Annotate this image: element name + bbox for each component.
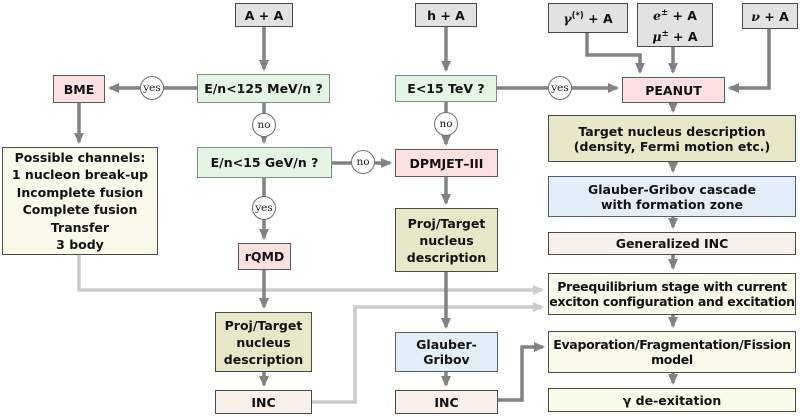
box-inc-right: INC <box>395 390 498 414</box>
box-glauber-gribov-cascade: Glauber-Gribov cascade with formation zo… <box>548 176 796 217</box>
arrow-inc-right-to-evaporation <box>498 342 545 402</box>
box-peanut: PEANUT <box>622 77 725 103</box>
box-rqmd: rQMD <box>238 243 291 270</box>
box-generalized-inc: Generalized INC <box>548 232 796 255</box>
box-evaporation: Evaporation/Fragmentation/Fission model <box>548 331 796 373</box>
box-bme: BME <box>53 75 105 103</box>
box-a-plus-a: A + A <box>235 3 293 27</box>
box-target-nucleus-description-label: Target nucleus description (density, Fer… <box>573 123 771 154</box>
box-possible-channels: Possible channels: 1 nucleon break-up In… <box>2 147 158 255</box>
decision-e15gev-label: E/n<15 GeV/n ? <box>210 155 319 170</box>
decision-e15tev-label: E<15 TeV ? <box>407 81 485 96</box>
box-h-plus-a: h + A <box>415 3 477 27</box>
box-target-nucleus-description: Target nucleus description (density, Fer… <box>548 115 796 162</box>
box-gamma-plus-a-label: γ(*) + A <box>563 11 613 27</box>
connector-yes-e15tev-label: yes <box>551 82 569 94</box>
box-gamma-plus-a: γ(*) + A <box>548 3 628 33</box>
connector-no-e125: no <box>252 113 276 137</box>
box-dpmjet-label: DPMJET–III <box>409 155 484 171</box>
connector-yes-e15tev: yes <box>548 76 572 100</box>
box-proj-target-left: Proj/Target nucleus description <box>215 312 312 372</box>
box-lepton-line-e: e± + A <box>653 7 697 23</box>
box-lepton-line-mu: μ± + A <box>652 29 698 45</box>
box-possible-channels-label: Possible channels: 1 nucleon break-up In… <box>11 149 149 253</box>
connector-no-e15gev: no <box>351 150 375 174</box>
connector-no-e15tev-label: no <box>439 118 453 130</box>
box-inc-right-label: INC <box>434 394 459 410</box>
box-dpmjet: DPMJET–III <box>395 149 498 177</box>
box-glauber-gribov-cascade-label: Glauber-Gribov cascade with formation zo… <box>588 181 756 212</box>
box-a-plus-a-label: A + A <box>244 7 284 23</box>
box-inc-left: INC <box>215 390 312 414</box>
connector-yes-e125: yes <box>140 76 164 100</box>
box-evaporation-label: Evaporation/Fragmentation/Fission model <box>553 337 791 367</box>
decision-e125: E/n<125 MeV/n ? <box>197 74 330 103</box>
box-glauber-gribov-small: Glauber- Gribov <box>395 332 498 372</box>
decision-e125-label: E/n<125 MeV/n ? <box>204 81 323 96</box>
box-peanut-label: PEANUT <box>645 82 702 98</box>
box-generalized-inc-label: Generalized INC <box>615 236 729 251</box>
decision-e15gev: E/n<15 GeV/n ? <box>197 147 332 178</box>
arrow-nu-to-peanut <box>728 29 771 93</box>
box-h-plus-a-label: h + A <box>427 7 465 23</box>
box-proj-target-right: Proj/Target nucleus description <box>395 208 498 272</box>
decision-e15tev: E<15 TeV ? <box>395 75 497 102</box>
box-rqmd-label: rQMD <box>244 249 285 264</box>
box-preequilibrium: Preequilibrium stage with current excito… <box>548 273 796 315</box>
arrow-gamma-to-peanut <box>585 33 645 74</box>
connector-yes-e15gev: yes <box>252 196 276 220</box>
connector-yes-e15gev-label: yes <box>255 202 273 214</box>
box-gamma-deexcitation-label: γ de-exitation <box>622 392 722 408</box>
box-lepton-plus-a: e± + A μ± + A <box>637 3 713 47</box>
arrow-possible-channels-to-preequilibrium <box>77 255 544 295</box>
box-inc-left-label: INC <box>251 394 276 410</box>
connector-no-e125-label: no <box>257 119 271 131</box>
arrow-inc-left-to-preequilibrium <box>312 302 544 404</box>
box-preequilibrium-label: Preequilibrium stage with current excito… <box>549 279 795 309</box>
box-nu-plus-a: ν + A <box>742 3 798 29</box>
box-gamma-deexcitation: γ de-exitation <box>548 388 796 412</box>
box-nu-plus-a-label: ν + A <box>751 8 789 24</box>
box-bme-label: BME <box>63 81 95 97</box>
box-glauber-gribov-small-label: Glauber- Gribov <box>416 337 477 367</box>
connector-yes-e125-label: yes <box>143 82 161 94</box>
connector-no-e15gev-label: no <box>356 156 370 168</box>
box-proj-target-right-label: Proj/Target nucleus description <box>406 215 487 265</box>
connector-no-e15tev: no <box>434 112 458 136</box>
box-proj-target-left-label: Proj/Target nucleus description <box>223 317 304 367</box>
